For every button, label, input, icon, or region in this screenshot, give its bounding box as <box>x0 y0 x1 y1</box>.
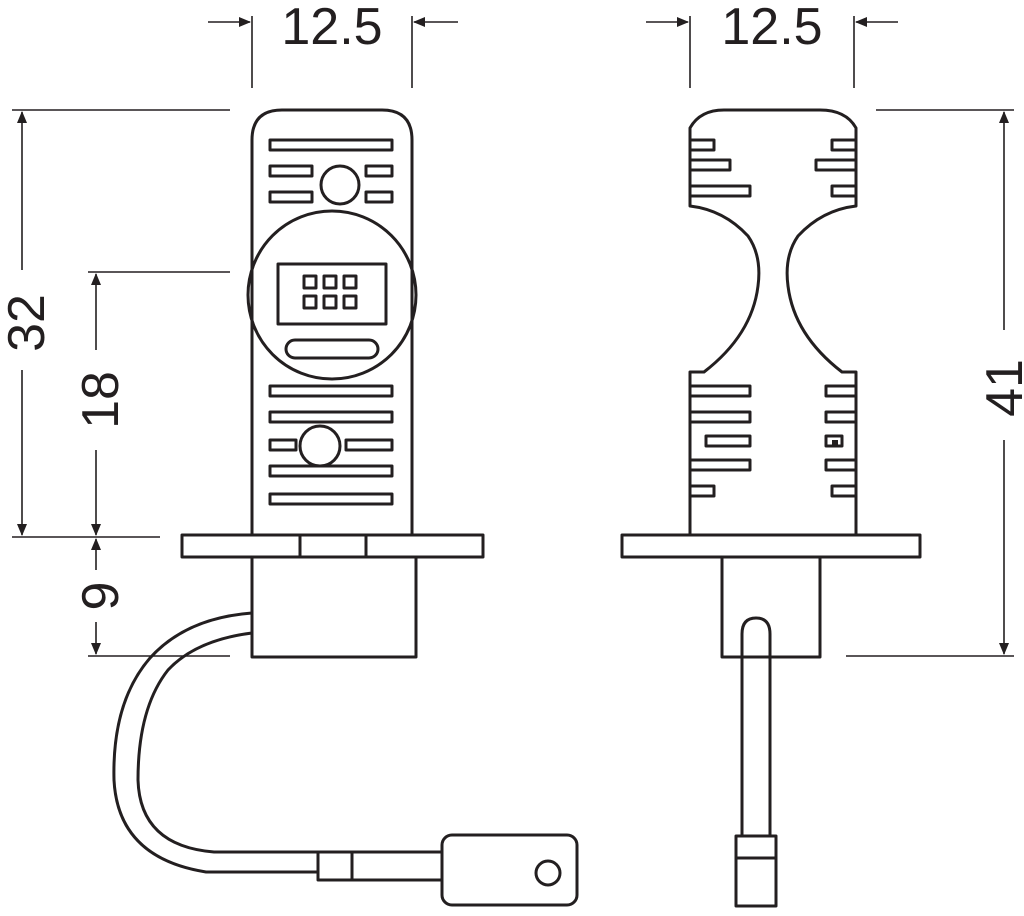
lower-fins <box>268 384 394 506</box>
dim-left-width: 12.5 <box>208 0 458 88</box>
side-flange <box>620 533 922 559</box>
led-window-circle <box>246 209 418 381</box>
upper-screw-icon <box>319 164 361 206</box>
dim-right-height-total: 41 <box>846 109 1024 657</box>
connector-neck <box>316 850 354 882</box>
connector-hole-icon <box>534 859 562 887</box>
mounting-flange <box>180 533 485 559</box>
dim-right-width: 12.5 <box>646 0 898 88</box>
upper-fins <box>268 138 394 206</box>
side-left-fins <box>688 138 752 498</box>
dim-left-height-base-label: 9 <box>72 582 130 611</box>
lower-screw-icon <box>298 424 342 468</box>
cable <box>112 611 318 874</box>
side-right-fins <box>814 138 858 498</box>
side-body-outline <box>688 108 858 535</box>
bulb-side-view <box>620 108 922 908</box>
dim-left-width-label: 12.5 <box>281 0 382 56</box>
side-cable <box>740 616 772 836</box>
connector-plug <box>440 833 579 907</box>
bulb-base <box>250 555 418 659</box>
dim-left-height-led-label: 18 <box>72 371 130 429</box>
dim-right-width-label: 12.5 <box>721 0 822 56</box>
dim-left-height-base: 9 <box>72 538 230 657</box>
bulb-front-view <box>112 108 579 907</box>
led-window <box>246 209 418 381</box>
dim-left-height-led: 18 <box>72 271 230 536</box>
side-connector <box>734 834 778 908</box>
led-slot <box>284 338 380 360</box>
dim-left-height-total: 32 <box>0 109 230 538</box>
dim-left-height-total-label: 32 <box>0 294 56 352</box>
dim-right-height-total-label: 41 <box>976 359 1024 417</box>
bulb-body-outline <box>250 108 414 535</box>
led-chip-frame <box>276 262 388 326</box>
